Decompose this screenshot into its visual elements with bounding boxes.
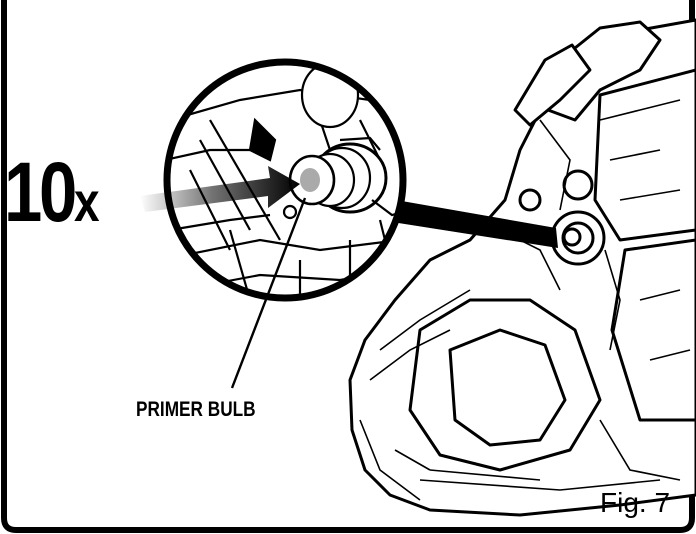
press-count-label: 10x [4,150,100,244]
figure-number: Fig. 7 [600,487,671,518]
press-arrow [140,166,300,212]
press-count-suffix: x [74,170,100,233]
trimmer-body [348,18,696,517]
callout-leader [230,197,307,389]
lens-ring [163,58,407,302]
primer-bulb-label: PRIMER BULB [136,398,256,421]
zoom-beam [392,200,558,248]
press-count-number: 10 [4,145,77,239]
trimmer-detail-lines [359,99,691,501]
